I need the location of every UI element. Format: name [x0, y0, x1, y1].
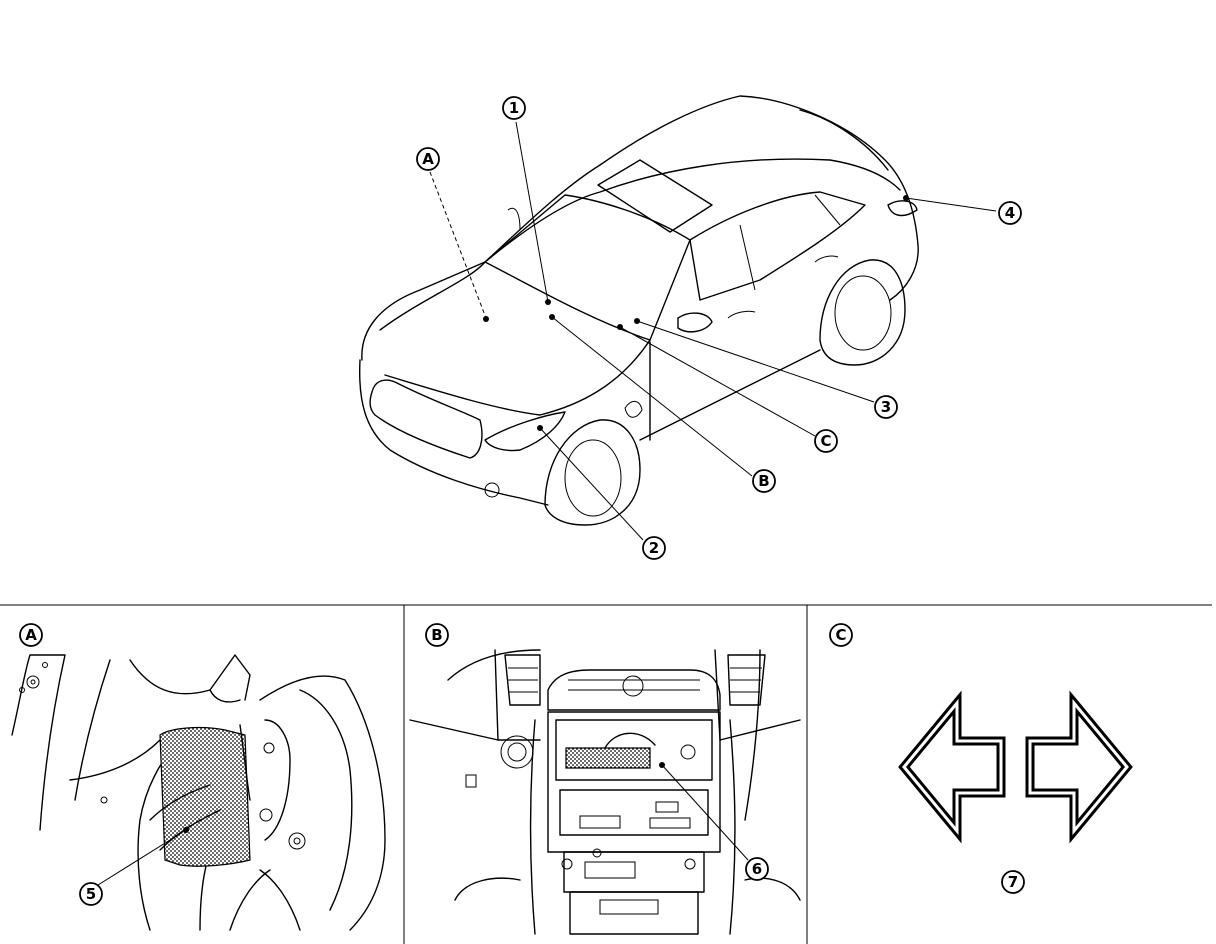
callout-7: 7 — [1001, 870, 1025, 894]
callout-2-label: 2 — [649, 539, 659, 557]
callout-4-label: 4 — [1005, 204, 1015, 222]
callout-B: B — [752, 469, 776, 493]
callout-6-label: 6 — [752, 860, 762, 878]
callout-5-label: 5 — [86, 885, 96, 903]
panel-c: C 7 — [829, 623, 1133, 894]
callout-7-label: 7 — [1008, 873, 1018, 891]
panel-a-label: A — [19, 623, 43, 647]
arrow-left-icon — [898, 690, 1006, 844]
panel-b-label-text: B — [431, 626, 442, 644]
callout-B-label: B — [758, 472, 769, 490]
panel-c-label-text: C — [835, 626, 846, 644]
callout-1-label: 1 — [509, 99, 519, 117]
panel-b: B — [409, 623, 801, 935]
callout-5: 5 — [79, 882, 103, 906]
arrow-right-icon — [1025, 690, 1133, 844]
panel-a-label-text: A — [25, 626, 37, 644]
panel-b-label: B — [425, 623, 449, 647]
callout-3: 3 — [874, 395, 898, 419]
callout-A-label: A — [422, 150, 434, 168]
panel-frames — [0, 604, 1212, 944]
callout-2: 2 — [642, 536, 666, 560]
callout-1: 1 — [502, 96, 526, 120]
leader-lines — [429, 121, 997, 541]
callout-C-label: C — [820, 432, 831, 450]
panel-c-label: C — [829, 623, 853, 647]
panel-a: A 5 — [11, 623, 386, 931]
callout-3-label: 3 — [881, 398, 891, 416]
callout-6: 6 — [745, 857, 769, 881]
vehicle-outline — [358, 95, 919, 526]
callout-A: A — [416, 147, 440, 171]
callout-C: C — [814, 429, 838, 453]
callout-4: 4 — [998, 201, 1022, 225]
